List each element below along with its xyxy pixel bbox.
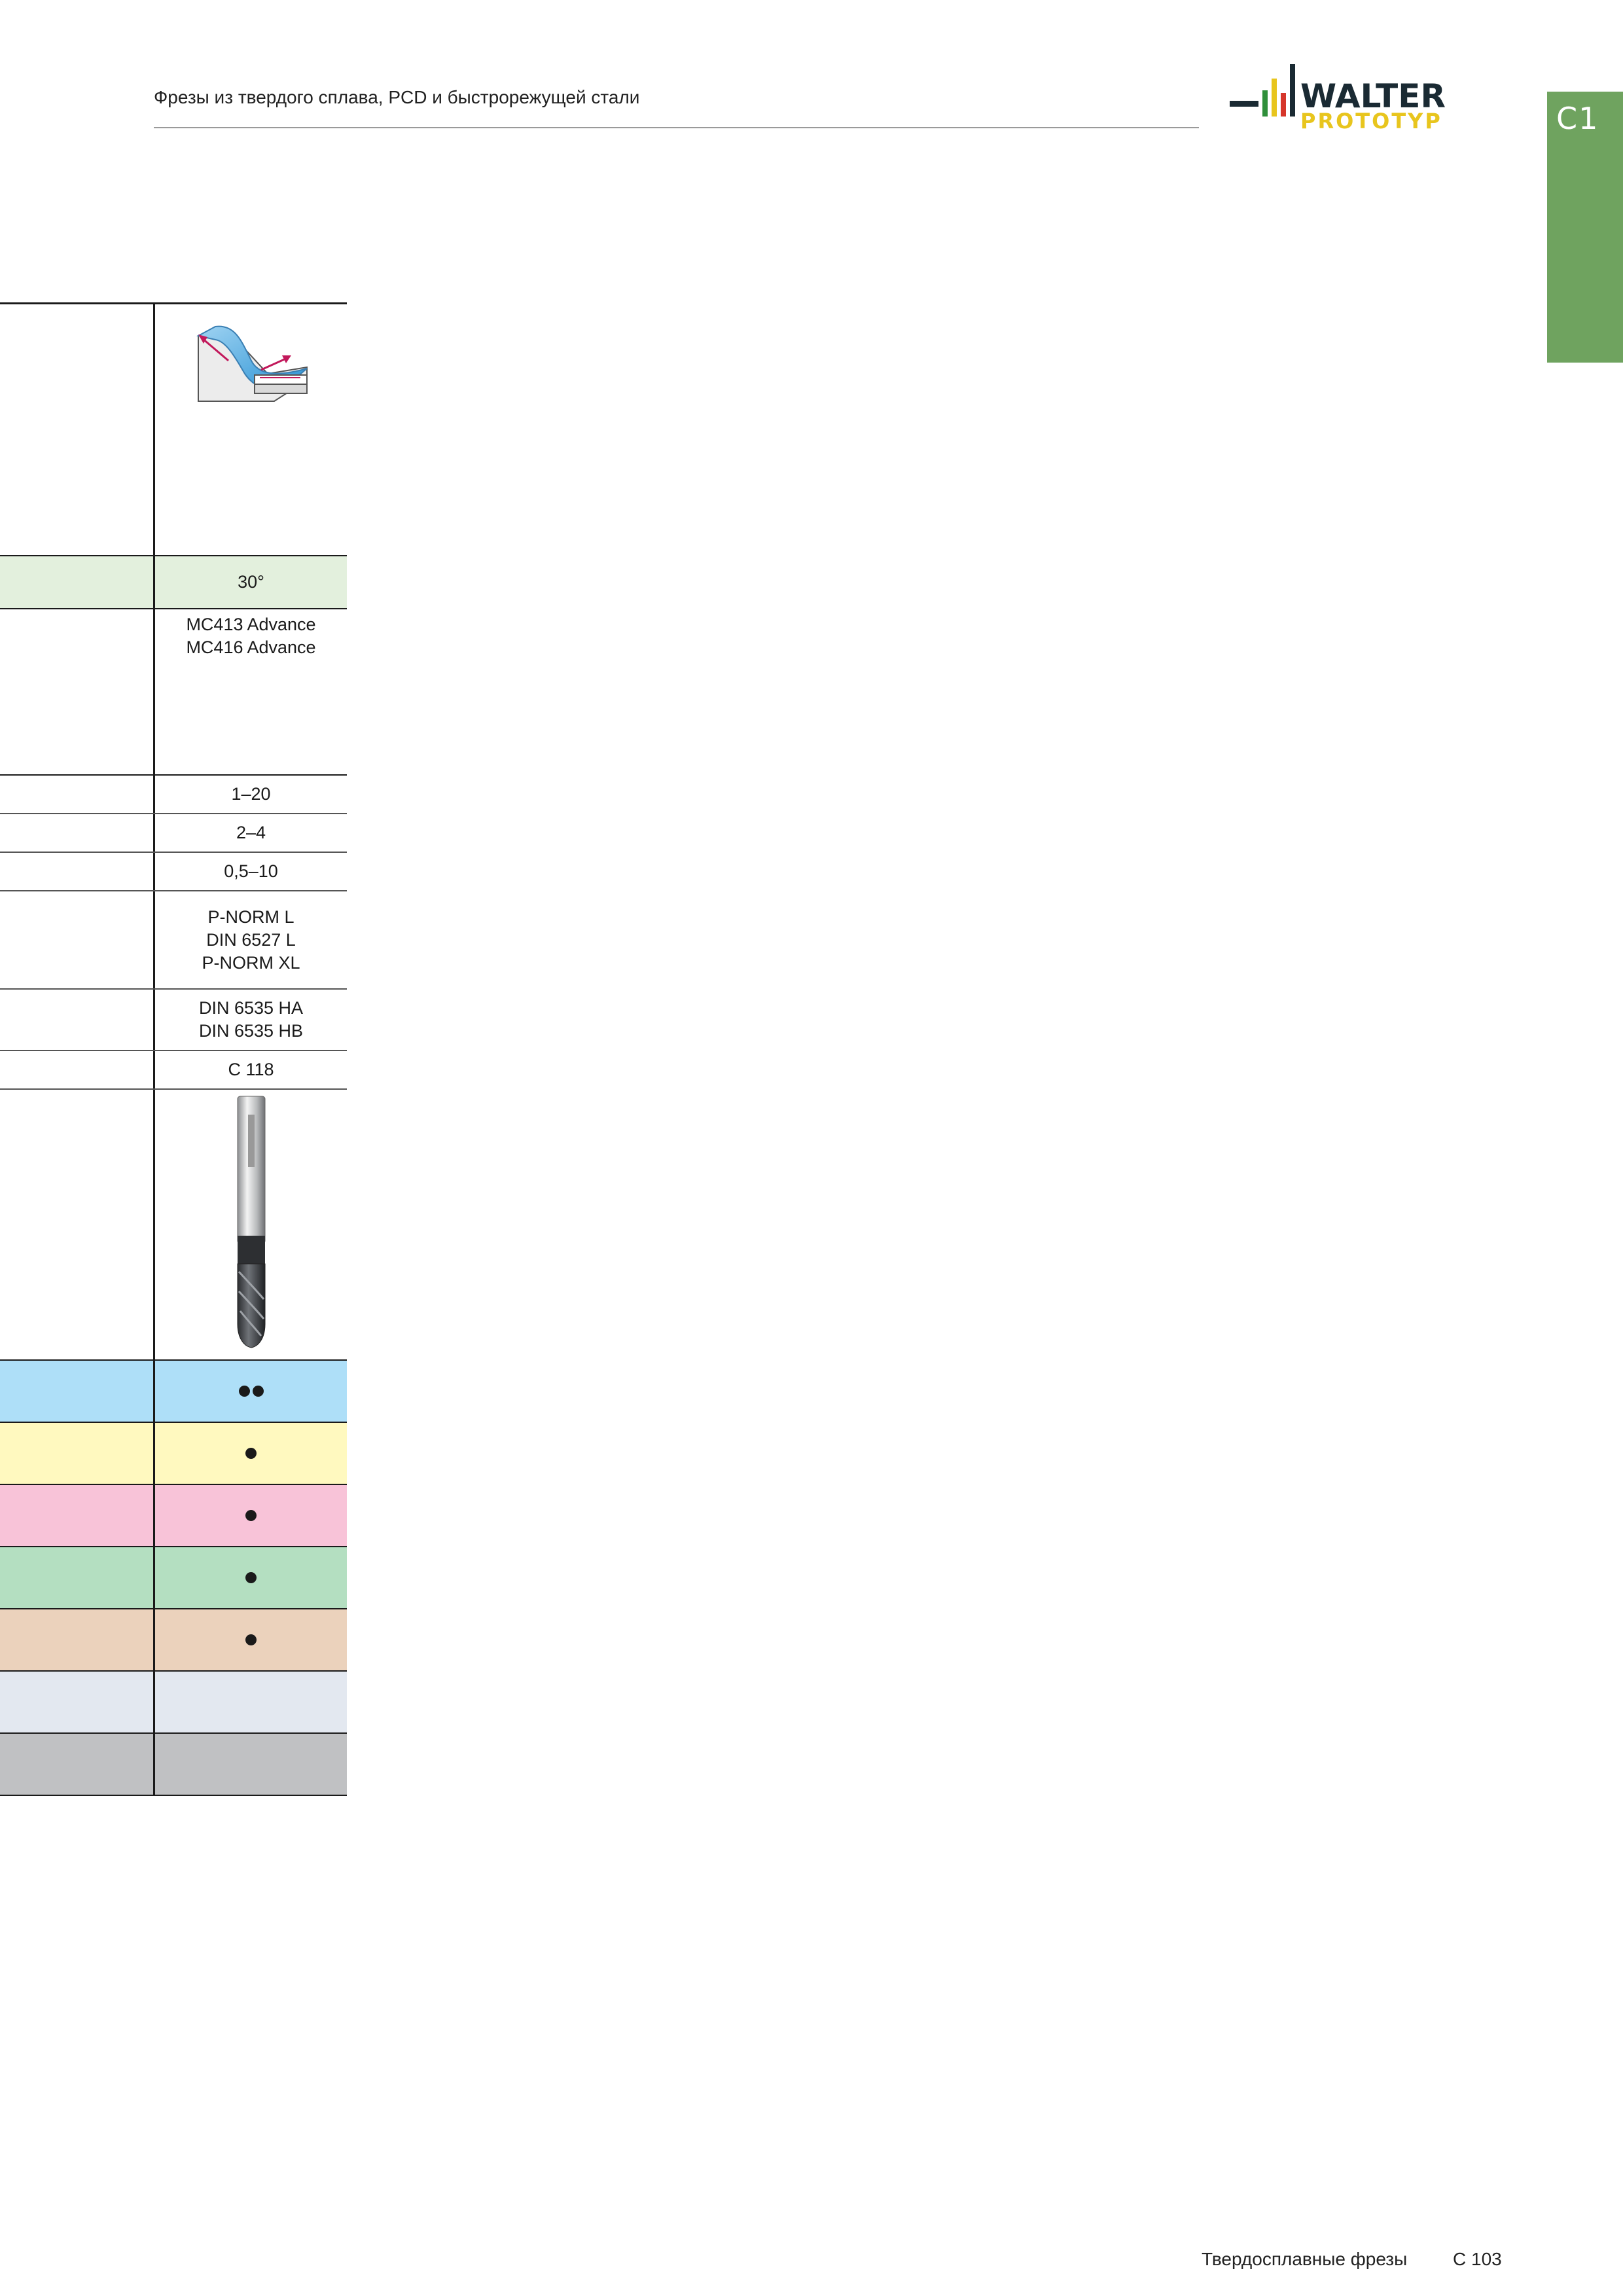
material-row-H bbox=[0, 1672, 347, 1734]
header-title: Фрезы из твердого сплава, PCD и быстроре… bbox=[154, 87, 640, 107]
suitability-dot bbox=[252, 1386, 264, 1397]
header-divider bbox=[154, 127, 1199, 128]
corner-radius-row: 0,5–10 bbox=[0, 853, 347, 891]
page-ref-value: C 118 bbox=[228, 1060, 274, 1079]
shank-2: DIN 6535 HB bbox=[198, 1021, 304, 1041]
footer-page-number: C 103 bbox=[1453, 2249, 1502, 2269]
suitability-dot bbox=[245, 1448, 257, 1459]
grades-row: MC413 Advance MC416 Advance bbox=[0, 609, 347, 776]
profile-milling-illustration bbox=[196, 325, 308, 402]
grade-1: MC413 Advance bbox=[186, 615, 316, 634]
norm-3: P-NORM XL bbox=[202, 952, 300, 973]
illustration-row bbox=[0, 302, 347, 556]
material-row-N bbox=[0, 1547, 347, 1609]
page-ref-row: C 118 bbox=[0, 1051, 347, 1090]
diameter-row: 1–20 bbox=[0, 776, 347, 814]
diameter-value: 1–20 bbox=[231, 784, 271, 804]
suitability-dot bbox=[245, 1572, 257, 1583]
shank-1: DIN 6535 HA bbox=[198, 998, 304, 1018]
tool-image-row bbox=[0, 1090, 347, 1361]
suitability-dot bbox=[245, 1510, 257, 1521]
norm-2: DIN 6527 L bbox=[206, 929, 296, 950]
suitability-dot bbox=[238, 1386, 250, 1397]
helix-angle-value: 30° bbox=[238, 572, 264, 592]
suitability-dots-P bbox=[238, 1380, 265, 1403]
norm-1: P-NORM L bbox=[207, 906, 294, 927]
material-row-P bbox=[0, 1361, 347, 1423]
material-row-S bbox=[0, 1609, 347, 1672]
footer-section-name: Твердосплавные фрезы bbox=[1202, 2249, 1408, 2269]
material-row-M bbox=[0, 1423, 347, 1485]
end-mill-image bbox=[237, 1096, 265, 1348]
grade-2: MC416 Advance bbox=[186, 637, 316, 657]
section-tab: C1 bbox=[1547, 92, 1623, 363]
section-tab-label: C1 bbox=[1556, 101, 1599, 136]
tool-spec-table: 30° MC413 Advance MC416 Advance 1–20 2–4… bbox=[0, 302, 347, 1796]
corner-radius-value: 0,5–10 bbox=[224, 861, 278, 881]
suitability-dot bbox=[245, 1634, 257, 1645]
shank-row: DIN 6535 HA DIN 6535 HB bbox=[0, 990, 347, 1051]
svg-text:PROTOTYP: PROTOTYP bbox=[1300, 109, 1442, 134]
helix-angle-row: 30° bbox=[0, 556, 347, 609]
teeth-value: 2–4 bbox=[236, 823, 266, 842]
material-row-O bbox=[0, 1734, 347, 1796]
norm-row: P-NORM L DIN 6527 L P-NORM XL bbox=[0, 891, 347, 990]
walter-prototyp-logo: WALTER PROTOTYP bbox=[1230, 64, 1446, 134]
svg-text:WALTER: WALTER bbox=[1300, 77, 1446, 115]
teeth-row: 2–4 bbox=[0, 814, 347, 853]
material-row-K bbox=[0, 1485, 347, 1547]
